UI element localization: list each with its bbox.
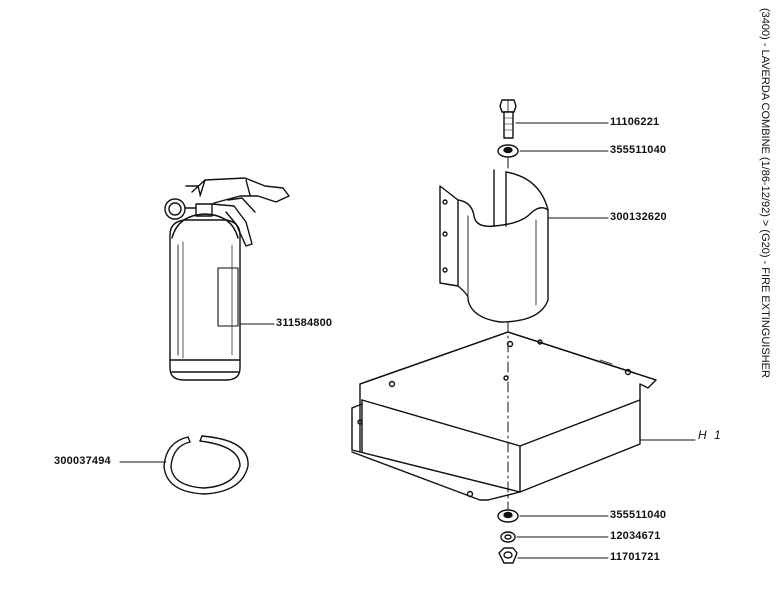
mounting-plate-drawing bbox=[351, 331, 657, 501]
fire-extinguisher-drawing bbox=[164, 177, 290, 381]
part-number-lock-washer: 12034671 bbox=[610, 530, 661, 542]
reference-label: H 1 bbox=[698, 428, 723, 442]
part-number-nut: 11701721 bbox=[610, 551, 660, 563]
part-number-bolt: 11106221 bbox=[610, 116, 660, 128]
nut-drawing bbox=[498, 547, 518, 564]
bolt-drawing bbox=[499, 99, 517, 139]
lock-washer-drawing bbox=[500, 531, 516, 543]
bracket-drawing bbox=[439, 169, 549, 323]
part-number-bracket: 300132620 bbox=[610, 211, 667, 223]
part-number-extinguisher: 311584800 bbox=[276, 317, 333, 329]
bottom-washer-drawing bbox=[497, 509, 519, 523]
part-number-ring: 300037494 bbox=[54, 455, 111, 467]
retaining-ring-drawing bbox=[163, 435, 249, 495]
leader-lines bbox=[119, 122, 696, 559]
diagram-title: (3400) - LAVERDA COMBINE (1/86-12/92) > … bbox=[759, 8, 771, 378]
part-number-bottom-washer: 355511040 bbox=[610, 509, 667, 521]
top-washer-drawing bbox=[497, 144, 519, 158]
part-number-top-washer: 355511040 bbox=[610, 144, 667, 156]
